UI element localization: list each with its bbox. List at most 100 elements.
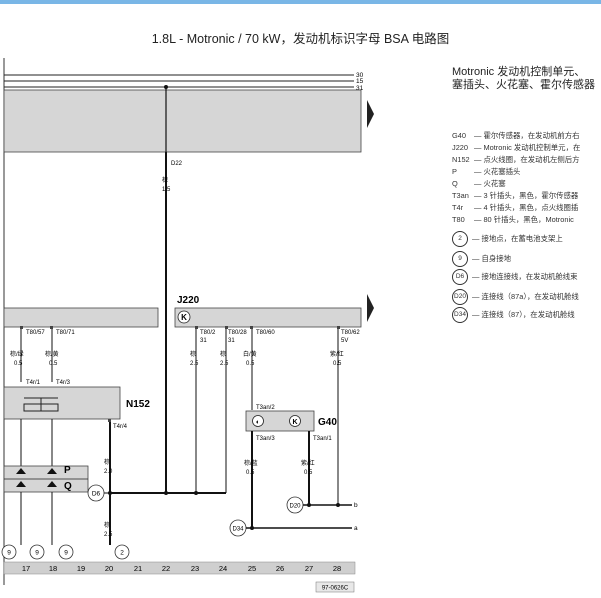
legend-heading: Motronic 发动机控制单元、 塞插头、火花塞、霍尔传感器 [452,66,595,91]
wire-size-25: 0.5 [246,361,255,367]
pin-31-b: 31 [228,338,235,344]
connector-t80-2: T80/2 [200,330,216,336]
ground-9-c: 9 [64,550,68,557]
connector-t80-28: T80/28 [228,330,247,336]
wire-color-28: 紫/红 [330,350,344,358]
column-26: 26 [276,564,284,573]
wire-color-20b: 棕 [104,521,110,529]
column-22: 22 [162,564,170,573]
column-18: 18 [49,564,57,573]
legend-ground-item: D34— 连接线（87），在发动机舱线 [452,307,601,323]
column-23: 23 [191,564,199,573]
wire-size-20b: 2.5 [104,532,113,538]
legend-ground-item: D6— 接地连接线，在发动机舱线束 [452,269,601,285]
component-g40-label: G40 [318,417,337,428]
column-19: 19 [77,564,85,573]
ignition-coil-n152: N152 T4r/4 [3,386,150,466]
wire-color-17: 棕/绿 [10,350,24,358]
legend-item: T80— 80 针插头，黑色，Motronic [452,215,574,224]
legend-ground-item: 9— 自身接地 [452,251,601,267]
wire-col-20: 棕 2.0 D6 棕 2.5 [87,422,168,545]
pin-31-a: 31 [200,338,207,344]
legend-item: P— 火花塞插头 [452,167,521,176]
bus-label-31: 31 [356,85,364,92]
wire-size-18: 0.5 [49,361,58,367]
connector-t80-57: T80/57 [26,330,45,336]
wire-size-17: 0.5 [14,361,23,367]
wire-col-23-24: 棕 2.5 棕 2.5 [166,329,229,495]
column-24: 24 [219,564,227,573]
legend-item: Q— 火花塞 [452,179,506,188]
connector-t4r-4: T4r/4 [113,424,128,430]
component-q-label: Q [64,481,72,492]
column-20: 20 [105,564,113,573]
legend-item: T3an— 3 针插头，黑色，霍尔传感器 [452,191,579,200]
connector-t80-62: T80/62 [341,330,360,336]
bus-label-15: 15 [356,78,364,85]
wire-col-25-28: 白/黄 0.5 紫/红 0.5 [243,329,344,505]
wire-size-24: 2.5 [220,361,229,367]
output-a: a [354,525,358,532]
junction-d34: D34 [232,527,244,533]
column-21: 21 [134,564,142,573]
legend-ground-item: 2— 接地点，在蓄电池支架上 [452,231,601,247]
hall-sensor-icon: ◐ [256,419,260,426]
wire-color-20: 棕 [104,458,110,466]
upper-relay-panel: 30 15 31 [3,72,364,153]
diagram-title: 1.8L - Motronic / 70 kW，发动机标识字母 BSA 电路图 [151,32,450,46]
wire-size-22: 1.5 [162,187,171,193]
column-28: 28 [333,564,341,573]
wire-color-27: 紫/红 [301,459,315,467]
wire-color-22: 棕 [162,176,168,184]
wire-size-28: 0.5 [333,361,342,367]
wire-col-22: D22 棕 1.5 [162,152,183,493]
pin-5v: 5V [341,338,348,344]
connector-t80-60: T80/60 [256,330,275,336]
wire-color-25b: 棕/蓝 [244,459,258,467]
continue-arrow-icon [367,294,374,322]
wire-color-18: 棕/黄 [45,350,59,358]
wire-size-27: 0.5 [304,470,313,476]
ground-symbols: 9 9 9 2 [1,544,130,560]
connector-t80-71: T80/71 [56,330,75,336]
legend-item: N152— 点火线圈，在发动机左侧后方 [452,155,580,164]
junction-d20: D20 [289,504,301,510]
hall-sensor-g40: T3an/2 ◐ K G40 T3an/3 T3an/1 棕/蓝 0.5 紫/红… [244,405,337,528]
ground-2: 2 [120,550,124,557]
component-j220-label: J220 [177,295,200,306]
column-25: 25 [248,564,256,573]
wire-color-24: 棕 [220,350,226,358]
control-unit-k-icon: K [181,313,187,322]
bus-label-30: 30 [356,72,364,79]
figure-code: 97-0626C [322,586,349,592]
wire-size-25b: 0.5 [246,470,255,476]
legend-panel: Motronic 发动机控制单元、 塞插头、火花塞、霍尔传感器 G40— 霍尔传… [452,0,601,598]
continue-arrow-icon [367,100,374,128]
column-number-bar: 17 18 19 20 21 22 23 24 25 26 27 28 97-0… [3,561,356,593]
connector-t4r-3: T4r/3 [56,380,71,386]
legend-item: G40— 霍尔传感器，在发动机前方右 [452,131,580,140]
column-27: 27 [305,564,313,573]
wire-color-25: 白/黄 [243,350,257,358]
connection-points: D20 b D34 a [229,496,358,537]
legend-ground-item: D20— 连接线（87a），在发动机舱线 [452,289,601,305]
spark-plugs-pq: P Q [3,465,89,545]
connector-t3an-2: T3an/2 [256,405,275,411]
left-module-block: T80/57 T80/71 棕/绿 0.5 棕/黄 0.5 T4r/1 T4r/… [3,307,159,386]
legend-item: J220— Motronic 发动机控制单元，在 [452,143,581,152]
connector-t4r-1: T4r/1 [26,380,41,386]
ground-9-a: 9 [7,550,11,557]
ground-9-b: 9 [35,550,39,557]
control-unit-j220: J220 K T80/2 T80/28 T80/60 T80/62 31 31 … [174,295,362,344]
legend-item: T4r— 4 针插头，黑色，点火线圈插 [452,203,579,212]
wire-color-23: 棕 [190,350,196,358]
sensor-k-icon: K [292,419,297,426]
connector-t3an-3: T3an/3 [256,436,275,442]
connector-d22: D22 [171,161,183,167]
component-n152-label: N152 [126,399,150,410]
top-accent-bar [0,0,601,4]
connector-t3an-1: T3an/1 [313,436,332,442]
ground-d6: D6 [92,491,101,498]
output-b: b [354,502,358,509]
